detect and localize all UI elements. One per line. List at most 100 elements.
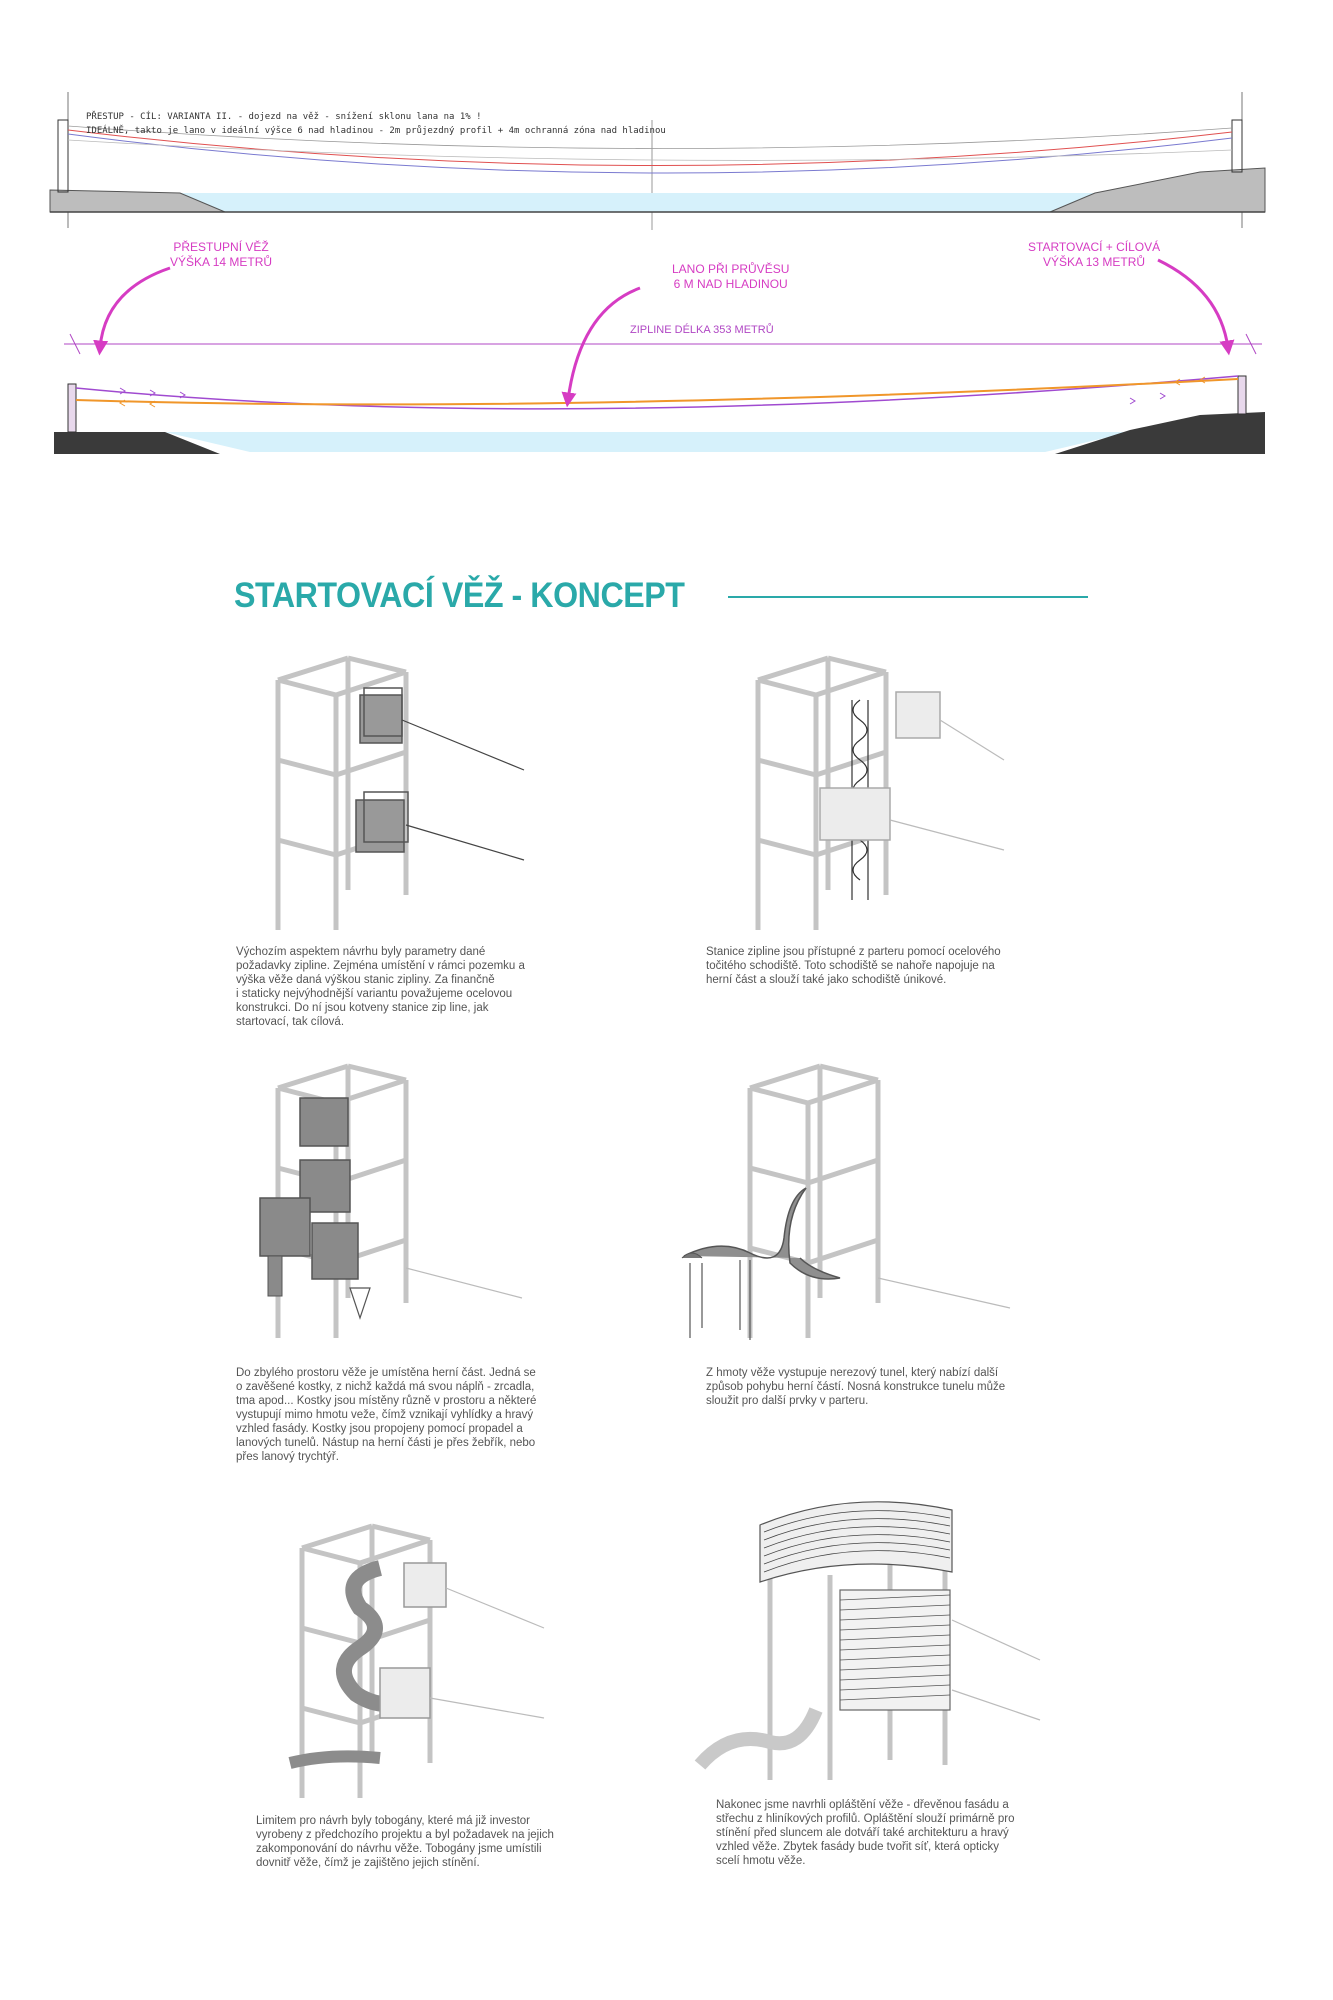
technical-section-svg: [49, 92, 1266, 230]
caption-line: točitého schodiště. Toto schodiště se na…: [706, 960, 995, 972]
caption-line: vzhled fasády. Kostky jsou propojeny pom…: [236, 1423, 523, 1435]
right-callout-arrow: [1157, 258, 1235, 356]
chevron-right-icon: [1129, 397, 1136, 405]
right-tower-outline: [1231, 119, 1243, 173]
tower-stairs-sketch: [755, 655, 1005, 930]
cable-red: [67, 129, 1233, 167]
right-tower-label: STARTOVACÍ + CÍLOVÁ VÝŠKA 13 METRŮ: [1028, 240, 1160, 270]
concept-panel-3-drawing: [240, 1048, 540, 1348]
left-callout-arrow: [93, 266, 171, 356]
caption-line: vzhled věže. Zbytek fasády bude tvořit s…: [716, 1841, 999, 1853]
tower-cladding-sketch: [694, 1501, 1041, 1780]
chevron-left-icon: [1199, 376, 1206, 384]
chevron-left-icon: [119, 399, 126, 407]
caption-line: vyrobeny z předchozího projektu a byl po…: [256, 1829, 554, 1841]
caption-line: Stanice zipline jsou přístupné z parteru…: [706, 946, 1001, 958]
concept-caption-1: Výchozím aspektem návrhu byly parametry …: [236, 945, 566, 1029]
cable-orange: [75, 378, 1239, 406]
cable-grey-lower: [67, 139, 1233, 161]
zip-lake-water: [165, 432, 1130, 452]
caption-line: Nakonec jsme navrhli opláštění věže - dř…: [716, 1799, 1009, 1811]
caption-line: přes lanový trychtýř.: [236, 1451, 339, 1463]
concept-panel-2-drawing: [740, 640, 1020, 940]
concept-caption-3: Do zbylého prostoru věže je umístěna her…: [236, 1366, 576, 1464]
caption-line: způsob pohybu herní částí. Nosná konstru…: [706, 1381, 1006, 1393]
play-cubes: [259, 1097, 359, 1280]
chevron-right-icon: [179, 391, 186, 399]
concept-panel-6-drawing: [690, 1480, 1050, 1800]
tower-slides-sketch: [288, 1523, 545, 1798]
caption-line: tma apod... Kostky jsou místěny různě v …: [236, 1395, 537, 1407]
timber-facade: [839, 1589, 951, 1711]
tower-tunnel-sketch: [681, 1063, 1011, 1340]
dimension-tick-right: [1245, 333, 1257, 355]
technical-section-drawing: PŘESTUP - CÍL: VARIANTA II. - dojezd na …: [0, 0, 1333, 240]
caption-line: zakomponování do návrhu věže. Tobogány j…: [256, 1843, 542, 1855]
concept-panel-5-drawing: [280, 1508, 580, 1808]
chevron-right-icon: [149, 389, 156, 397]
cable-grey: [67, 125, 1233, 149]
right-bank: [1049, 167, 1266, 213]
chevron-left-icon: [1174, 378, 1181, 386]
caption-line: herní část a slouží také jako schodiště …: [706, 974, 947, 986]
caption-line: Výchozím aspektem návrhu byly parametry …: [236, 946, 486, 958]
concept-panel-4-drawing: [680, 1048, 1020, 1348]
caption-line: dovnitř věže, čímž je zajištěno jejich s…: [256, 1857, 480, 1869]
concept-caption-5: Limitem pro návrh byly tobogány, které m…: [256, 1814, 596, 1870]
tower-frame-sketch: [275, 655, 525, 930]
caption-line: Limitem pro návrh byly tobogány, které m…: [256, 1815, 530, 1827]
stainless-tunnel: [683, 1187, 841, 1280]
zip-station-box-upper: [359, 694, 403, 744]
caption-line: lanových tunelů. Nástup na herní části j…: [236, 1437, 536, 1449]
caption-line: i staticky nejvýhodnější variantu považu…: [236, 988, 513, 1000]
concept-panel-1-drawing: [260, 640, 540, 940]
zipline-diagram-svg: [54, 258, 1265, 454]
caption-line: Z hmoty věže vystupuje nerezový tunel, k…: [706, 1367, 999, 1379]
caption-line: výška věže daná výškou stanic zipliny. Z…: [236, 974, 495, 986]
caption-line: Do zbylého prostoru věže je umístěna her…: [236, 1367, 536, 1379]
concept-caption-4: Z hmoty věže vystupuje nerezový tunel, k…: [706, 1366, 1046, 1408]
concept-caption-6: Nakonec jsme navrhli opláštění věže - dř…: [716, 1798, 1056, 1868]
left-tower-outline: [57, 119, 69, 193]
caption-line: požadavky zipline. Zejména umístění v rá…: [236, 960, 525, 972]
cable-sag-label-line1: LANO PŘI PRŮVĚSU: [672, 262, 790, 276]
chevron-right-icon: [119, 387, 126, 395]
cable-purple: [75, 375, 1239, 410]
left-tower-label: PŘESTUPNÍ VĚŽ VÝŠKA 14 METRŮ: [170, 240, 272, 270]
left-tower-label-line2: VÝŠKA 14 METRŮ: [170, 255, 273, 269]
zipline-length-label: ZIPLINE DÉLKA 353 METRŮ: [630, 324, 774, 336]
chevron-right-icon: [1159, 392, 1166, 400]
caption-line: startovací, tak cílová.: [236, 1016, 345, 1028]
caption-line: stínění před sluncem ale dotváří také ar…: [716, 1827, 1009, 1839]
lake-water: [180, 193, 1095, 212]
right-tower-label-line2: VÝŠKA 13 METRŮ: [1043, 255, 1146, 269]
tech-note-line1: PŘESTUP - CÍL: VARIANTA II. - dojezd na …: [86, 112, 482, 122]
rope-funnel: [349, 1287, 371, 1320]
roof-cladding: [759, 1501, 953, 1583]
title-underline-rule: [728, 596, 1088, 598]
zip-right-bank: [1055, 412, 1265, 454]
caption-line: vystupují mimo hmotu veže, čímž vznikají…: [236, 1409, 534, 1421]
zipline-diagram: PŘESTUPNÍ VĚŽ VÝŠKA 14 METRŮ LANO PŘI PR…: [0, 230, 1333, 470]
tower-play-cubes-sketch: [259, 1063, 523, 1338]
tech-note-line2: IDEÁLNĚ, takto je lano v ideální výšce 6…: [86, 126, 666, 136]
zip-right-tower: [1237, 375, 1247, 415]
zip-left-bank: [54, 432, 220, 454]
concept-caption-2: Stanice zipline jsou přístupné z parteru…: [706, 945, 1046, 987]
chevron-left-icon: [149, 400, 156, 408]
right-tower-label-line1: STARTOVACÍ + CÍLOVÁ: [1028, 240, 1161, 254]
caption-line: o zavěšené kostky, z nichž každá má svou…: [236, 1381, 535, 1393]
left-tower-label-line1: PŘESTUPNÍ VĚŽ: [173, 240, 269, 254]
cable-blue: [67, 133, 1233, 174]
caption-line: scelí hmotu věže.: [716, 1855, 806, 1867]
cable-sag-label-line2: 6 M NAD HLADINOU: [673, 277, 788, 291]
zip-left-tower: [67, 383, 77, 433]
caption-line: sloužit pro další prvky v parteru.: [706, 1395, 869, 1407]
zip-station-box-lower: [355, 799, 405, 853]
concept-title: STARTOVACÍ VĚŽ - KONCEPT: [234, 576, 685, 615]
cable-sag-label: LANO PŘI PRŮVĚSU 6 M NAD HLADINOU: [672, 262, 789, 292]
middle-callout-arrow: [561, 286, 641, 408]
slide-tube: [336, 1560, 421, 1712]
caption-line: střechu z hliníkových profilů. Opláštění…: [716, 1813, 1015, 1825]
caption-line: konstrukci. Do ní jsou kotveny stanice z…: [236, 1002, 489, 1014]
